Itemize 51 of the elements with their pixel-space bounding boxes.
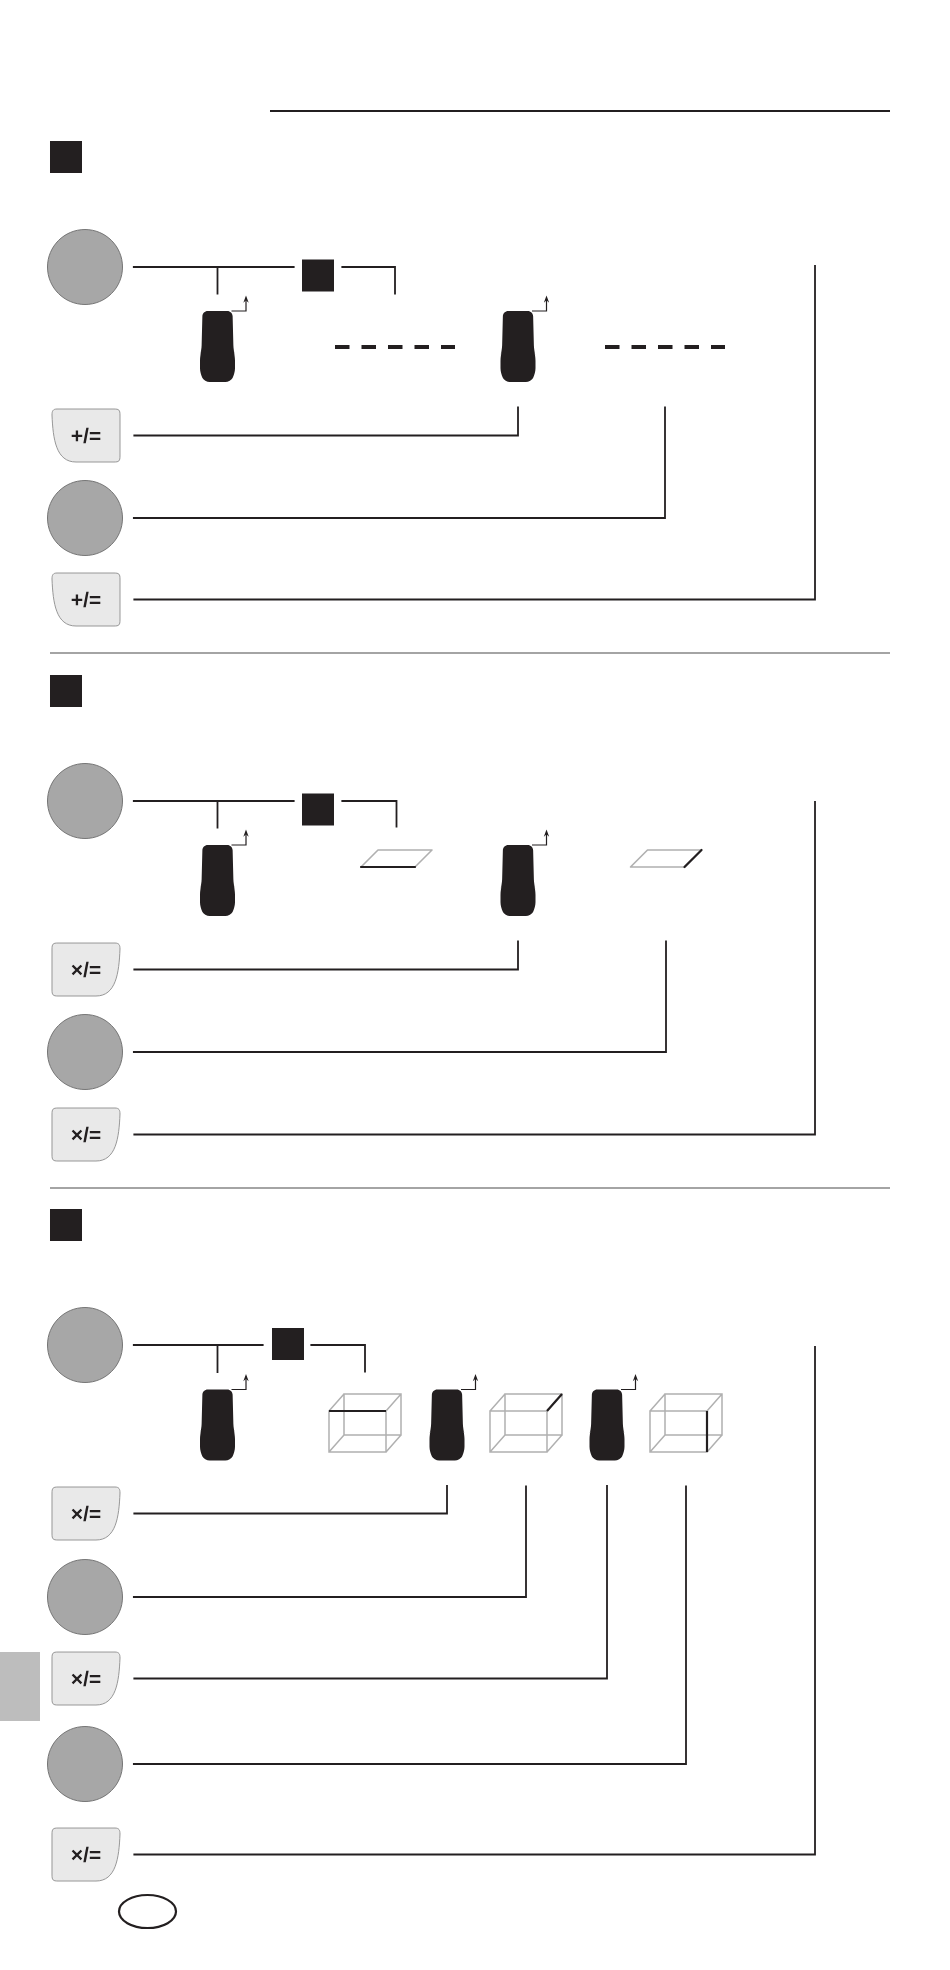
round-button xyxy=(47,1307,123,1383)
leader-line xyxy=(132,264,816,601)
leader-line xyxy=(132,939,667,1053)
button: +/= xyxy=(51,408,121,463)
measuring-device xyxy=(500,311,536,382)
parallelogram xyxy=(629,848,703,869)
leader-line xyxy=(340,266,396,296)
button: ×/= xyxy=(51,1827,121,1882)
square-marker xyxy=(272,1328,304,1360)
section-marker xyxy=(50,675,82,707)
measuring-device xyxy=(500,845,536,916)
section-marker xyxy=(50,141,82,173)
leader-line xyxy=(309,1344,366,1374)
leader-line xyxy=(132,1484,608,1680)
leader-line xyxy=(132,266,296,268)
cube xyxy=(489,1393,563,1453)
leader-line xyxy=(132,800,816,1136)
cube xyxy=(328,1393,402,1453)
button: ×/= xyxy=(51,1486,121,1541)
parallelogram xyxy=(359,849,433,869)
button: +/= xyxy=(51,572,121,627)
measuring-device xyxy=(429,1389,465,1461)
leader-line xyxy=(132,939,519,971)
round-button xyxy=(47,1726,123,1802)
leader-line xyxy=(132,800,296,802)
round-button xyxy=(47,763,123,839)
leader-line xyxy=(132,1344,265,1346)
measuring-device xyxy=(200,1389,235,1461)
section-marker xyxy=(50,1209,82,1241)
measuring-device xyxy=(589,1389,625,1461)
round-button xyxy=(47,480,123,556)
dashed-line xyxy=(605,345,725,349)
round-button xyxy=(47,1559,123,1635)
dashed-line xyxy=(335,345,455,349)
square-marker xyxy=(302,259,334,292)
button: ×/= xyxy=(51,1107,121,1162)
measuring-device xyxy=(200,845,235,916)
measuring-device xyxy=(200,311,235,382)
cube xyxy=(649,1393,723,1453)
button: ×/= xyxy=(51,1651,121,1706)
leader-line xyxy=(132,1484,448,1515)
round-button xyxy=(47,229,123,305)
leader-line xyxy=(132,1345,816,1856)
square-marker xyxy=(302,793,334,826)
leader-line xyxy=(132,1484,527,1598)
leader-line xyxy=(132,405,666,519)
leader-line xyxy=(340,800,398,829)
round-button xyxy=(47,1014,123,1090)
leader-line xyxy=(132,405,519,437)
leader-line xyxy=(132,1484,687,1765)
button: ×/= xyxy=(51,942,121,997)
